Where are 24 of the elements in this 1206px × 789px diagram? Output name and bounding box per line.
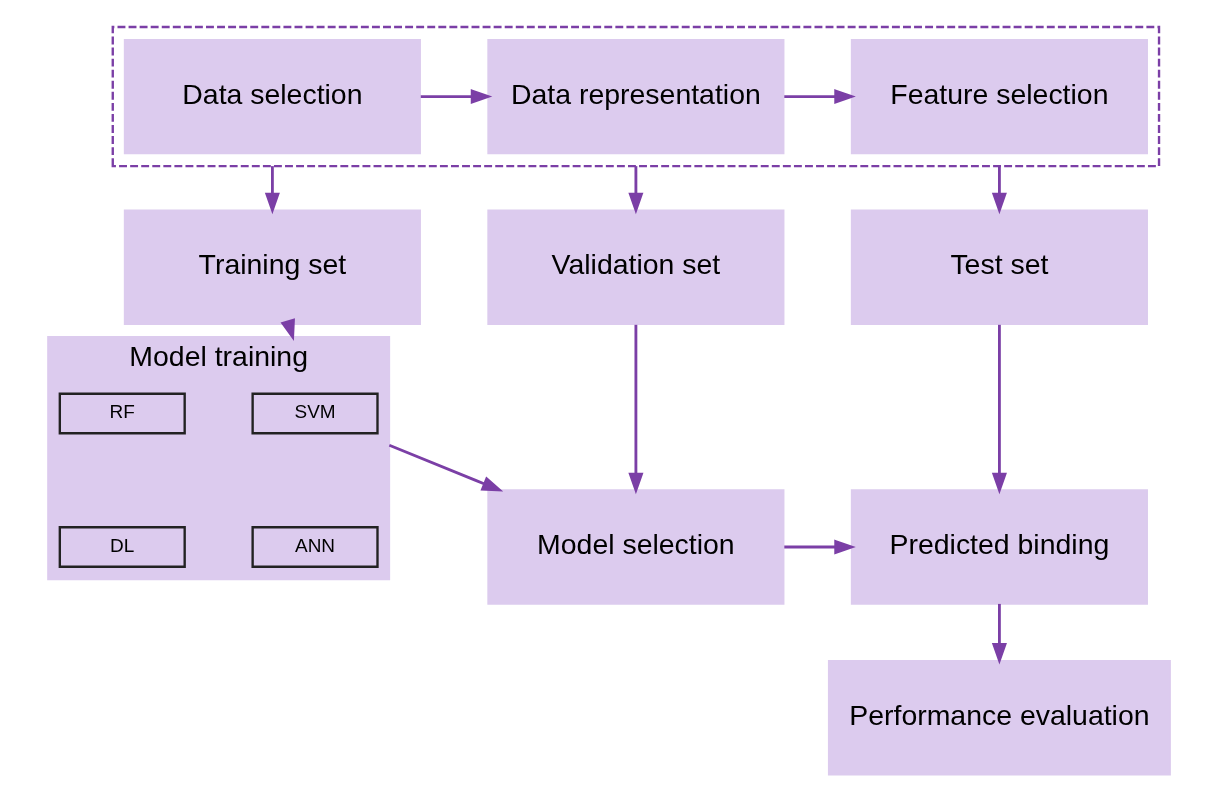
node-box: Predicted binding [850, 489, 1148, 605]
arrow [420, 89, 492, 105]
node-box: SVM [250, 392, 379, 435]
arrow [264, 166, 280, 215]
node-box: Validation set [486, 209, 784, 325]
arrow [627, 324, 643, 495]
node-box: Data selection [123, 38, 421, 155]
node-box: Feature selection [850, 38, 1148, 155]
arrow [991, 324, 1007, 495]
node-box: DL [58, 526, 186, 568]
node-box: Test set [850, 209, 1148, 325]
node-box: Data representation [486, 38, 784, 155]
arrow [991, 166, 1007, 215]
arrow [783, 539, 856, 555]
arrow [783, 89, 856, 105]
node-box: Performance evaluation [827, 660, 1171, 776]
cluster [111, 25, 1160, 168]
node-box: Model selection [486, 489, 784, 605]
node-box: ANN [250, 526, 379, 568]
arrow [388, 443, 503, 492]
arrow [280, 318, 295, 341]
arrow [627, 166, 643, 215]
node-box: RF [58, 392, 186, 435]
arrow [991, 603, 1007, 665]
